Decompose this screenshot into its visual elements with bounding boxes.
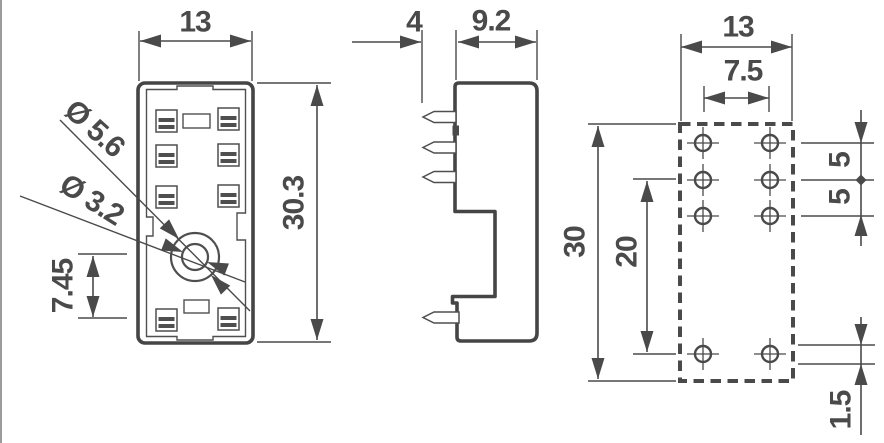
body-depth-label: 9.2 (472, 5, 511, 38)
pin (421, 141, 457, 154)
drill-hole (687, 200, 719, 232)
center-hole-outer-circle (169, 231, 221, 283)
dim-arrowhead (310, 85, 324, 106)
pin (421, 311, 460, 324)
bottom-offset-label: 1.5 (825, 390, 858, 429)
front-height-label: 30.3 (278, 175, 311, 230)
dim-arrowhead (704, 91, 725, 105)
row-gap-lower-label: 5 (824, 189, 857, 205)
dim-arrowhead (640, 181, 654, 202)
drill-hole (754, 127, 786, 159)
side-body-outline (450, 81, 539, 343)
dim-arrowhead (591, 126, 605, 147)
dim-arrowhead (86, 296, 100, 317)
drilling-plan: 13 7.5 30 20 5 5 (559, 11, 875, 435)
center-hole-inner-circle (180, 242, 210, 272)
column-spacing-label: 7.5 (724, 55, 763, 88)
contact-slot (155, 185, 178, 209)
dim-arrowhead (681, 40, 702, 54)
pin (421, 110, 457, 124)
drill-hole (687, 338, 719, 370)
pin (421, 170, 457, 184)
dim-arrowhead (640, 331, 654, 352)
plan-width-label: 13 (722, 11, 754, 44)
inner-diameter-label: Ø 3.2 (54, 168, 130, 232)
dim-arrowhead (854, 215, 868, 236)
plan-height-label: 30 (559, 226, 592, 258)
socket-inner-outline (145, 85, 247, 341)
drill-hole (754, 338, 786, 370)
drill-hole (754, 164, 786, 196)
dim-arrowhead (86, 256, 100, 277)
latch-notch (452, 125, 459, 136)
side-view: 4 9.2 (352, 5, 539, 343)
pin-length-label: 4 (406, 6, 423, 39)
keying-window (183, 299, 210, 314)
drill-hole (754, 200, 786, 232)
drilling-outline-dashed (678, 122, 795, 383)
row-gap-upper-label: 5 (824, 152, 857, 168)
dim-arrowhead (591, 358, 605, 379)
front-view: Ø 5.6 Ø 3.2 13 30.3 7.45 (19, 6, 331, 345)
contact-slot (217, 184, 240, 208)
dim-arrowhead (771, 40, 792, 54)
front-width-label: 13 (179, 6, 211, 39)
contact-slot (217, 307, 240, 331)
contact-slot (217, 143, 240, 167)
dim-arrowhead (515, 35, 536, 49)
dim-arrowhead (748, 91, 769, 105)
front-offset-label: 7.45 (47, 258, 80, 313)
contact-slot (217, 107, 240, 131)
row-span-label: 20 (611, 236, 644, 268)
dim-arrowhead (854, 122, 868, 143)
dim-arrowhead (854, 364, 868, 385)
drill-hole (687, 164, 719, 196)
dim-arrowhead (230, 34, 251, 48)
dim-arrowhead (310, 319, 324, 340)
dim-chain-dot (855, 174, 867, 186)
drill-hole (687, 127, 719, 159)
inner-diameter-leader-line (19, 195, 246, 283)
keying-window (182, 113, 211, 129)
contact-slot (155, 109, 178, 133)
contact-slot (155, 144, 178, 168)
contact-slot (155, 308, 178, 332)
dim-arrowhead (854, 324, 868, 345)
dim-arrowhead (140, 34, 161, 48)
